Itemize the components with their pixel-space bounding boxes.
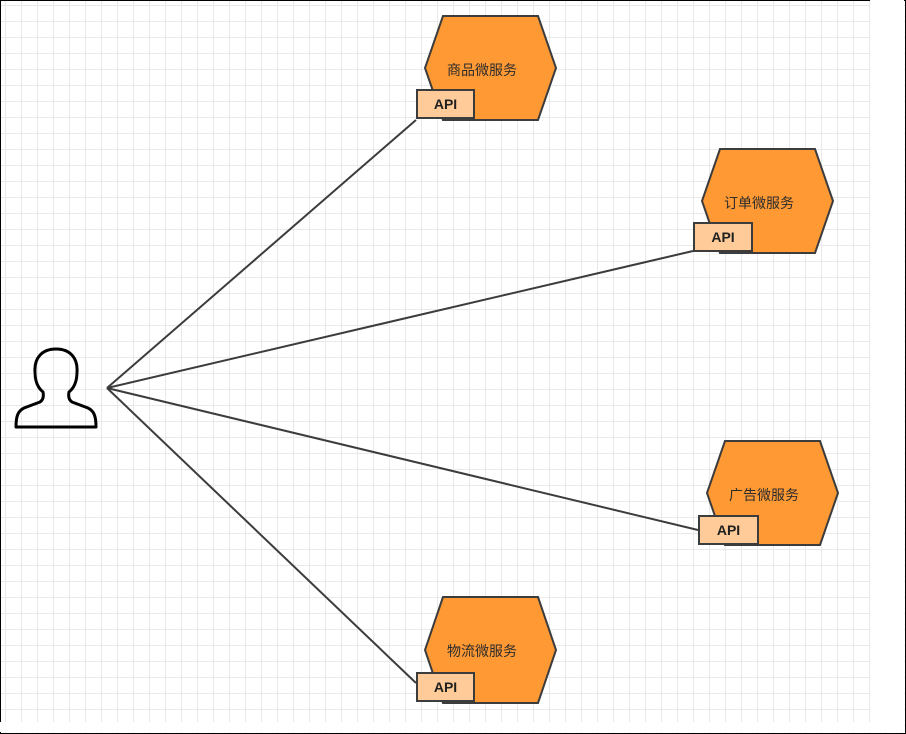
api-box-product[interactable]: API [416,89,475,119]
service-label-ad: 广告微服务 [729,488,799,504]
api-box-ad[interactable]: API [698,515,759,545]
connector-line-logistics [106,387,417,684]
user-icon[interactable] [14,347,98,429]
service-label-product: 商品微服务 [447,63,517,79]
connector-line-ad [106,387,699,531]
service-label-logistics: 物流微服务 [447,644,517,660]
service-label-order: 订单微服务 [724,196,794,212]
connector-line-product [106,119,417,389]
connector-line-order [106,250,694,389]
api-box-logistics[interactable]: API [416,672,475,702]
api-box-order[interactable]: API [693,222,753,252]
